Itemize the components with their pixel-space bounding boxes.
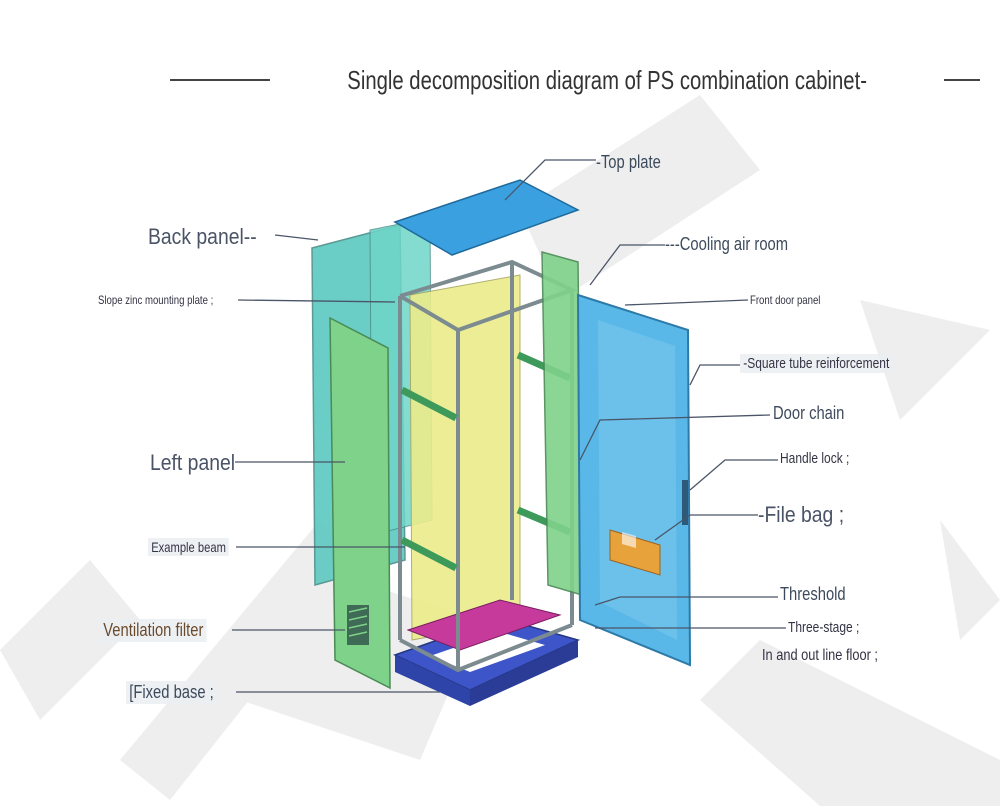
label-ventilation-filter: Ventilation filter (100, 619, 207, 642)
front-door-shape (576, 293, 692, 667)
right-side-panel-shape (541, 251, 583, 597)
label-handle-lock: Handle lock ; (780, 450, 850, 467)
left-panel-shape (329, 316, 391, 690)
top-plate-shape (393, 179, 580, 256)
floor-shape (406, 599, 562, 651)
label-file-bag: -File bag ; (758, 502, 845, 527)
label-three-stage: Three-stage ; (788, 619, 860, 636)
label-door-chain: Door chain (773, 403, 845, 423)
label-example-beam: Example beam (148, 538, 230, 556)
label-square-tube-reinforcement: -Square tube reinforcement (740, 354, 893, 373)
label-left-panel: Left panel (150, 450, 236, 475)
label-top-plate: -Top plate (596, 152, 661, 172)
leader-lines (232, 159, 786, 693)
label-front-door-panel: Front door panel (750, 293, 821, 307)
label-cooling-air-room: ---Cooling air room (665, 234, 789, 254)
diagram-title: Single decomposition diagram of PS combi… (170, 60, 981, 100)
title-rule-left (170, 79, 270, 81)
mounting-plate-shape (409, 274, 521, 641)
title-text: Single decomposition diagram of PS combi… (347, 64, 867, 95)
label-in-and-out-line-floor: In and out line floor ; (762, 647, 878, 664)
label-slope-zinc-mounting-plate: Slope zinc mounting plate ; (98, 293, 214, 307)
label-back-panel: Back panel-- (148, 224, 257, 249)
title-rule-right (944, 79, 981, 81)
handle-lock-shape (682, 480, 688, 525)
label-threshold: Threshold (780, 584, 846, 604)
label-fixed-base: [Fixed base ; (126, 681, 218, 704)
